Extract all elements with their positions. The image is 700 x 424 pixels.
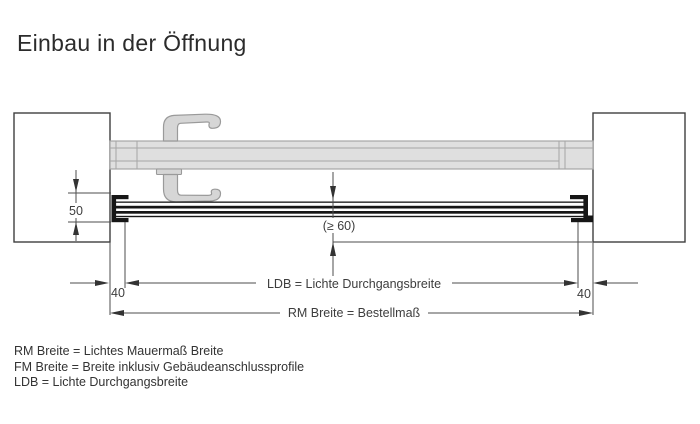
dim-50-label-bg: [62, 203, 90, 218]
dimension-ldb: [70, 280, 638, 286]
dimension-60: [330, 172, 592, 276]
wall-left: [13, 112, 111, 243]
frame-profile-left: [111, 195, 129, 223]
rm-line-label: RM Breite = Bestellmaß: [288, 306, 421, 320]
door-handle-bottom: [155, 168, 222, 203]
dim-60-label-bg: [316, 218, 361, 233]
track-lines: [112, 201, 588, 218]
dim-60-label: (≥ 60): [323, 219, 356, 233]
legend-line-ldb: LDB = Lichte Durchgangsbreite: [14, 375, 189, 389]
ldb-line-label: LDB = Lichte Durchgangsbreite: [267, 277, 441, 291]
legend: RM Breite = Lichtes Mauermaß Breite FM B…: [14, 344, 304, 391]
legend-line-rm: RM Breite = Lichtes Mauermaß Breite: [14, 344, 224, 358]
door-handle-top: [162, 113, 222, 142]
dim-40-right-label: 40: [577, 287, 591, 301]
extension-lines: [109, 222, 594, 315]
legend-line-fm: FM Breite = Breite inklusiv Gebäudeansch…: [14, 359, 305, 374]
frame-profile-right: [570, 195, 593, 223]
wall-right: [592, 112, 686, 243]
dim-50-label: 50: [69, 204, 83, 218]
page-title: Einbau in der Öffnung: [17, 30, 247, 56]
door-leaf: [109, 140, 594, 170]
dimension-rm: [110, 310, 593, 316]
dim-40-left-label: 40: [111, 286, 125, 300]
dimension-50: [68, 170, 111, 241]
